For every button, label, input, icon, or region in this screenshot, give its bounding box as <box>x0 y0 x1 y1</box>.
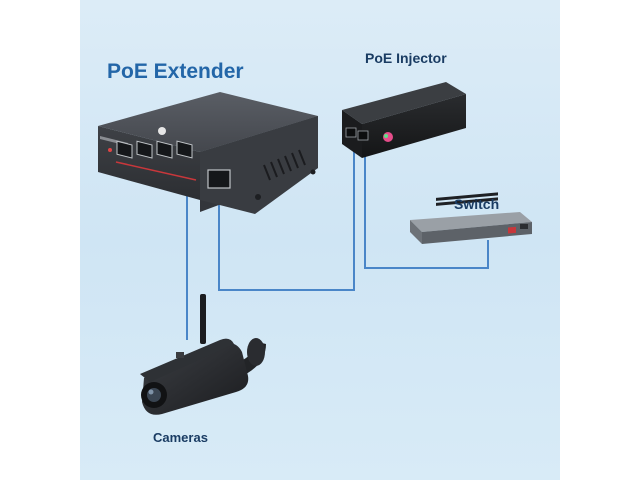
cable-injector-to-switch <box>364 148 489 269</box>
page-title: PoE Extender <box>107 60 244 83</box>
diagram-panel: PoE Extender PoE Injector Switch Cameras <box>80 0 560 480</box>
poe-injector-device <box>342 82 466 158</box>
poe-extender-device <box>98 92 318 214</box>
power-led-icon <box>108 148 112 152</box>
cameras-label: Cameras <box>153 430 208 445</box>
uplink-port <box>207 169 231 189</box>
security-camera-device <box>140 294 266 415</box>
injector-port-poe <box>357 130 369 141</box>
cables <box>186 148 489 340</box>
switch-label: Switch <box>454 196 500 212</box>
network-switch-device <box>410 192 532 244</box>
vent-slots <box>263 149 306 181</box>
diagram-artwork <box>98 82 532 415</box>
switch-ports <box>436 192 498 206</box>
antenna-icon <box>200 294 206 344</box>
poe-ports <box>116 140 193 159</box>
poe-injector-label: PoE Injector <box>365 50 447 66</box>
injector-port-data <box>345 127 357 138</box>
cable-extender-to-injector <box>218 148 355 291</box>
brand-logo-icon <box>158 127 166 135</box>
